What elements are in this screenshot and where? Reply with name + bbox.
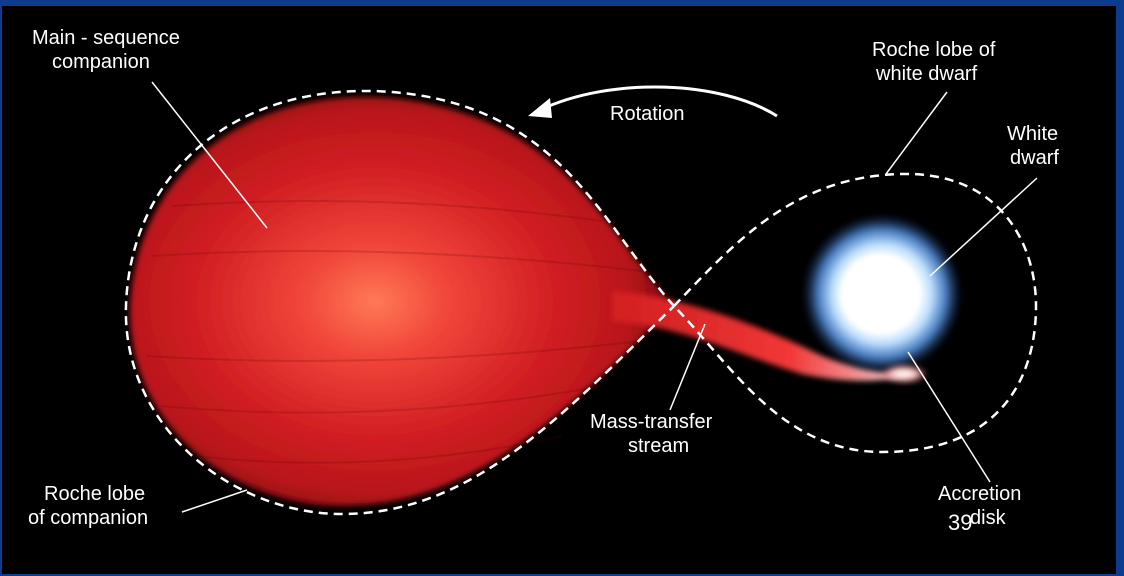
label-accretion-1: Accretion (938, 483, 1021, 505)
leader-mass-transfer (670, 324, 705, 410)
slide-number: 39 (948, 510, 972, 536)
leader-accretion (908, 352, 990, 482)
label-main-sequence-1: Main - sequence (32, 27, 180, 49)
label-main-sequence-2: companion (52, 51, 150, 73)
label-roche-wd-1: Roche lobe of (872, 39, 996, 61)
leader-roche-companion (182, 490, 247, 512)
label-mass-transfer-1: Mass-transfer (590, 411, 713, 433)
label-mass-transfer-2: stream (628, 435, 689, 457)
diagram-svg: Main - sequence companion Roche lobe of … (2, 6, 1116, 574)
label-accretion-2: disk (970, 507, 1007, 529)
label-roche-wd-2: white dwarf (875, 63, 978, 85)
label-rotation: Rotation (610, 103, 685, 125)
leader-white-dwarf (930, 178, 1037, 276)
binary-star-diagram: Main - sequence companion Roche lobe of … (2, 6, 1116, 574)
label-roche-companion-2: of companion (28, 507, 148, 529)
accretion-disk-spot (880, 364, 928, 384)
label-white-dwarf-1: White (1007, 123, 1058, 145)
leader-roche-wd (886, 92, 947, 174)
label-roche-companion-1: Roche lobe (44, 483, 145, 505)
label-white-dwarf-2: dwarf (1010, 147, 1059, 169)
rotation-arrowhead (528, 98, 552, 118)
